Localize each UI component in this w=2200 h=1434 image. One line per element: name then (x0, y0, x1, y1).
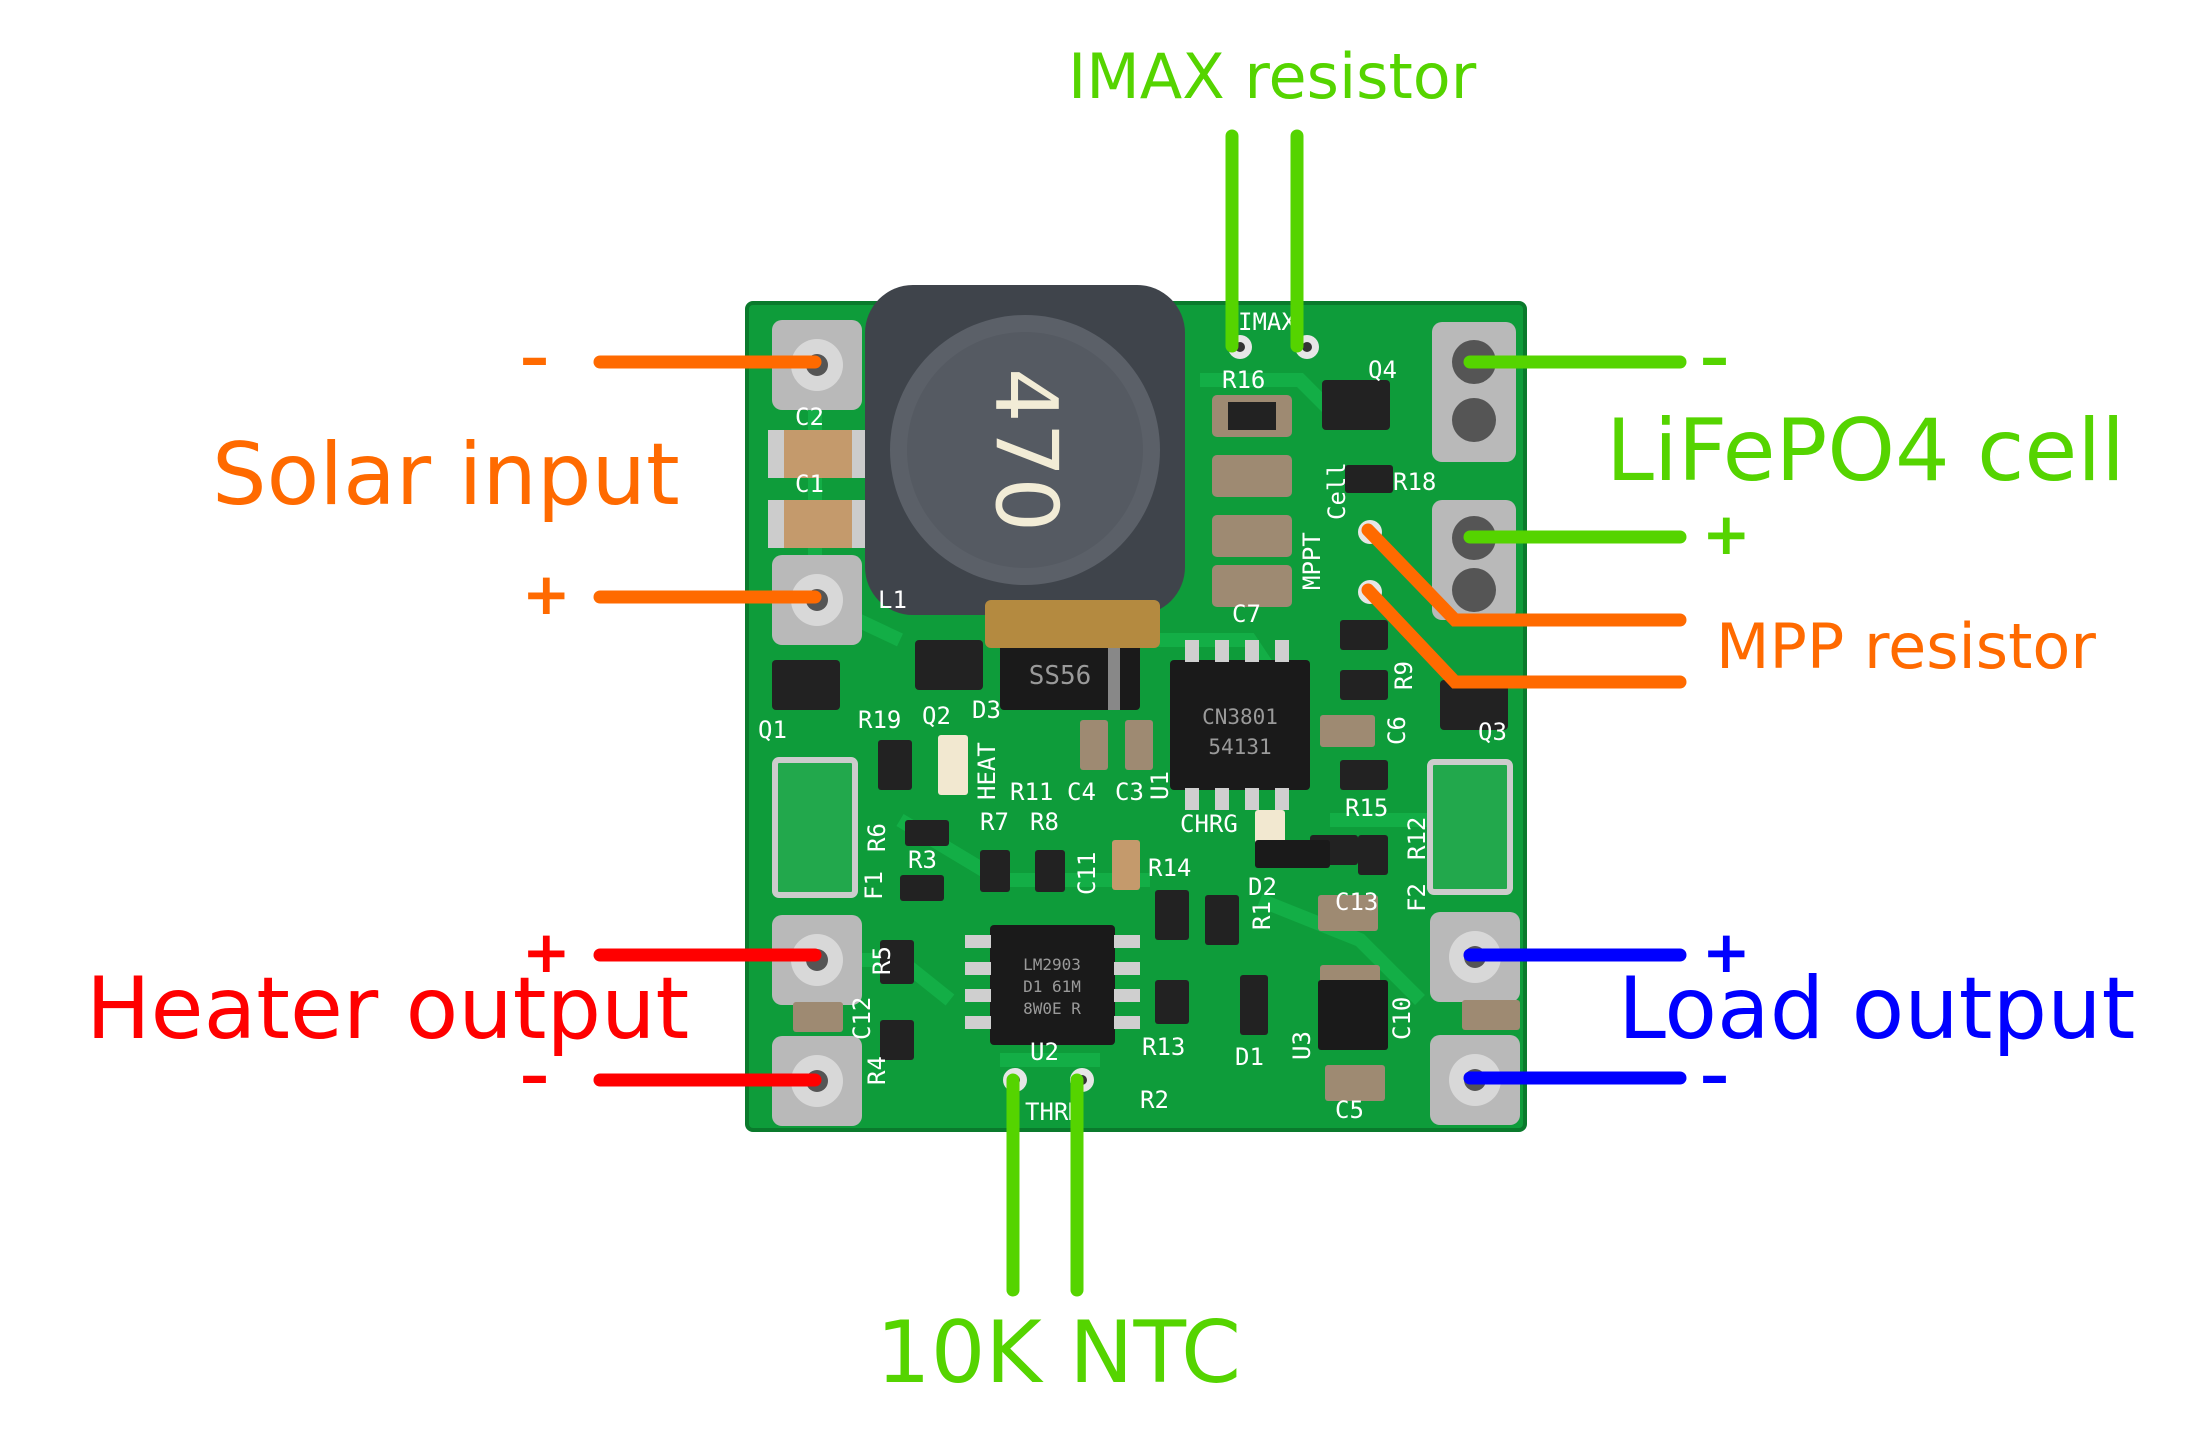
silk-cell: Cell (1323, 462, 1351, 520)
silk-c3: C3 (1115, 778, 1144, 806)
line-mpp-1 (1361, 523, 1687, 627)
sign-heater-minus: – (520, 1041, 549, 1109)
silk-r12: R12 (1403, 817, 1431, 860)
inductor (865, 285, 1185, 648)
silk-f2: F2 (1403, 883, 1431, 912)
silk-r3: R3 (908, 846, 937, 874)
silk-r9: R9 (1390, 661, 1418, 690)
silk-q2: Q2 (922, 702, 951, 730)
ic-main-line1: CN3801 (1202, 705, 1278, 729)
component-markings: 470 SS56 CN3801 54131 LM2903 D1 61M 8W0E… (976, 368, 1278, 1018)
sign-load-plus: + (1702, 918, 1751, 986)
label-imax-resistor: IMAX resistor (1068, 40, 1477, 113)
silk-r2: R2 (1140, 1086, 1169, 1114)
smd-components (768, 380, 1520, 1101)
silk-mppt: MPPT (1298, 532, 1326, 590)
silk-d1: D1 (1235, 1043, 1264, 1071)
silk-r1: R1 (1248, 901, 1276, 930)
sign-cell-minus: – (1700, 323, 1729, 391)
silk-r13: R13 (1142, 1033, 1185, 1061)
silk-c2: C2 (795, 403, 824, 431)
silk-r4: R4 (863, 1056, 891, 1085)
sign-cell-plus: + (1702, 500, 1751, 568)
line-mpp-2 (1361, 583, 1687, 689)
silk-r8: R8 (1030, 808, 1059, 836)
silk-d3: D3 (972, 696, 1001, 724)
silk-r6: R6 (863, 823, 891, 852)
silkscreen-text: IMAX R16 Q4 R18 C2 C1 L1 C7 MPPT Cell R9… (758, 308, 1507, 1126)
silk-c13: C13 (1335, 888, 1378, 916)
silk-u2: U2 (1030, 1038, 1059, 1066)
silk-c1: C1 (795, 470, 824, 498)
silk-c7: C7 (1232, 600, 1261, 628)
silk-q4: Q4 (1368, 356, 1397, 384)
silk-c4: C4 (1067, 778, 1096, 806)
silk-u3: U3 (1288, 1031, 1316, 1060)
pad-cell-minus (1432, 322, 1516, 462)
ic-small-line1: LM2903 (1023, 955, 1081, 974)
sign-solar-plus: + (522, 560, 571, 628)
label-lifepo4-cell: LiFePO4 cell (1606, 401, 2126, 501)
silk-r16: R16 (1222, 366, 1265, 394)
silk-r11: R11 (1010, 778, 1053, 806)
silk-chrg: CHRG (1180, 810, 1238, 838)
silk-q3: Q3 (1478, 718, 1507, 746)
silk-f1: F1 (860, 871, 888, 900)
silk-d2: D2 (1248, 873, 1277, 901)
silk-r7: R7 (980, 808, 1009, 836)
ic-small-line2: D1 61M (1023, 977, 1081, 996)
sign-heater-plus: + (522, 918, 571, 986)
silk-r15: R15 (1345, 794, 1388, 822)
silk-c6: C6 (1383, 716, 1411, 745)
label-solar-input: Solar input (212, 425, 680, 525)
silk-c5: C5 (1335, 1096, 1364, 1124)
label-mpp-resistor: MPP resistor (1716, 610, 2096, 683)
diode-marking: SS56 (1029, 661, 1092, 691)
silk-u1: U1 (1146, 771, 1174, 800)
sign-solar-minus: – (520, 323, 549, 391)
silk-r5: R5 (868, 946, 896, 975)
silk-r14: R14 (1148, 854, 1191, 882)
label-load-output: Load output (1618, 959, 2136, 1059)
annotation-lines (593, 129, 1687, 1297)
silk-c12: C12 (848, 997, 876, 1040)
silk-imax: IMAX (1238, 308, 1296, 336)
silk-c11: C11 (1073, 852, 1101, 895)
inductor-marking: 470 (976, 368, 1076, 532)
label-10k-ntc: 10K NTC (876, 1303, 1242, 1403)
silk-q1: Q1 (758, 716, 787, 744)
silk-l1: L1 (878, 586, 907, 614)
sign-load-minus: – (1700, 1041, 1729, 1109)
silk-r19: R19 (858, 706, 901, 734)
label-heater-output: Heater output (86, 959, 690, 1059)
ic-main-line2: 54131 (1208, 735, 1271, 759)
silk-c10: C10 (1388, 997, 1416, 1040)
silk-heat: HEAT (973, 742, 1001, 800)
ic-small-line3: 8W0E R (1023, 999, 1081, 1018)
silk-r18: R18 (1393, 468, 1436, 496)
